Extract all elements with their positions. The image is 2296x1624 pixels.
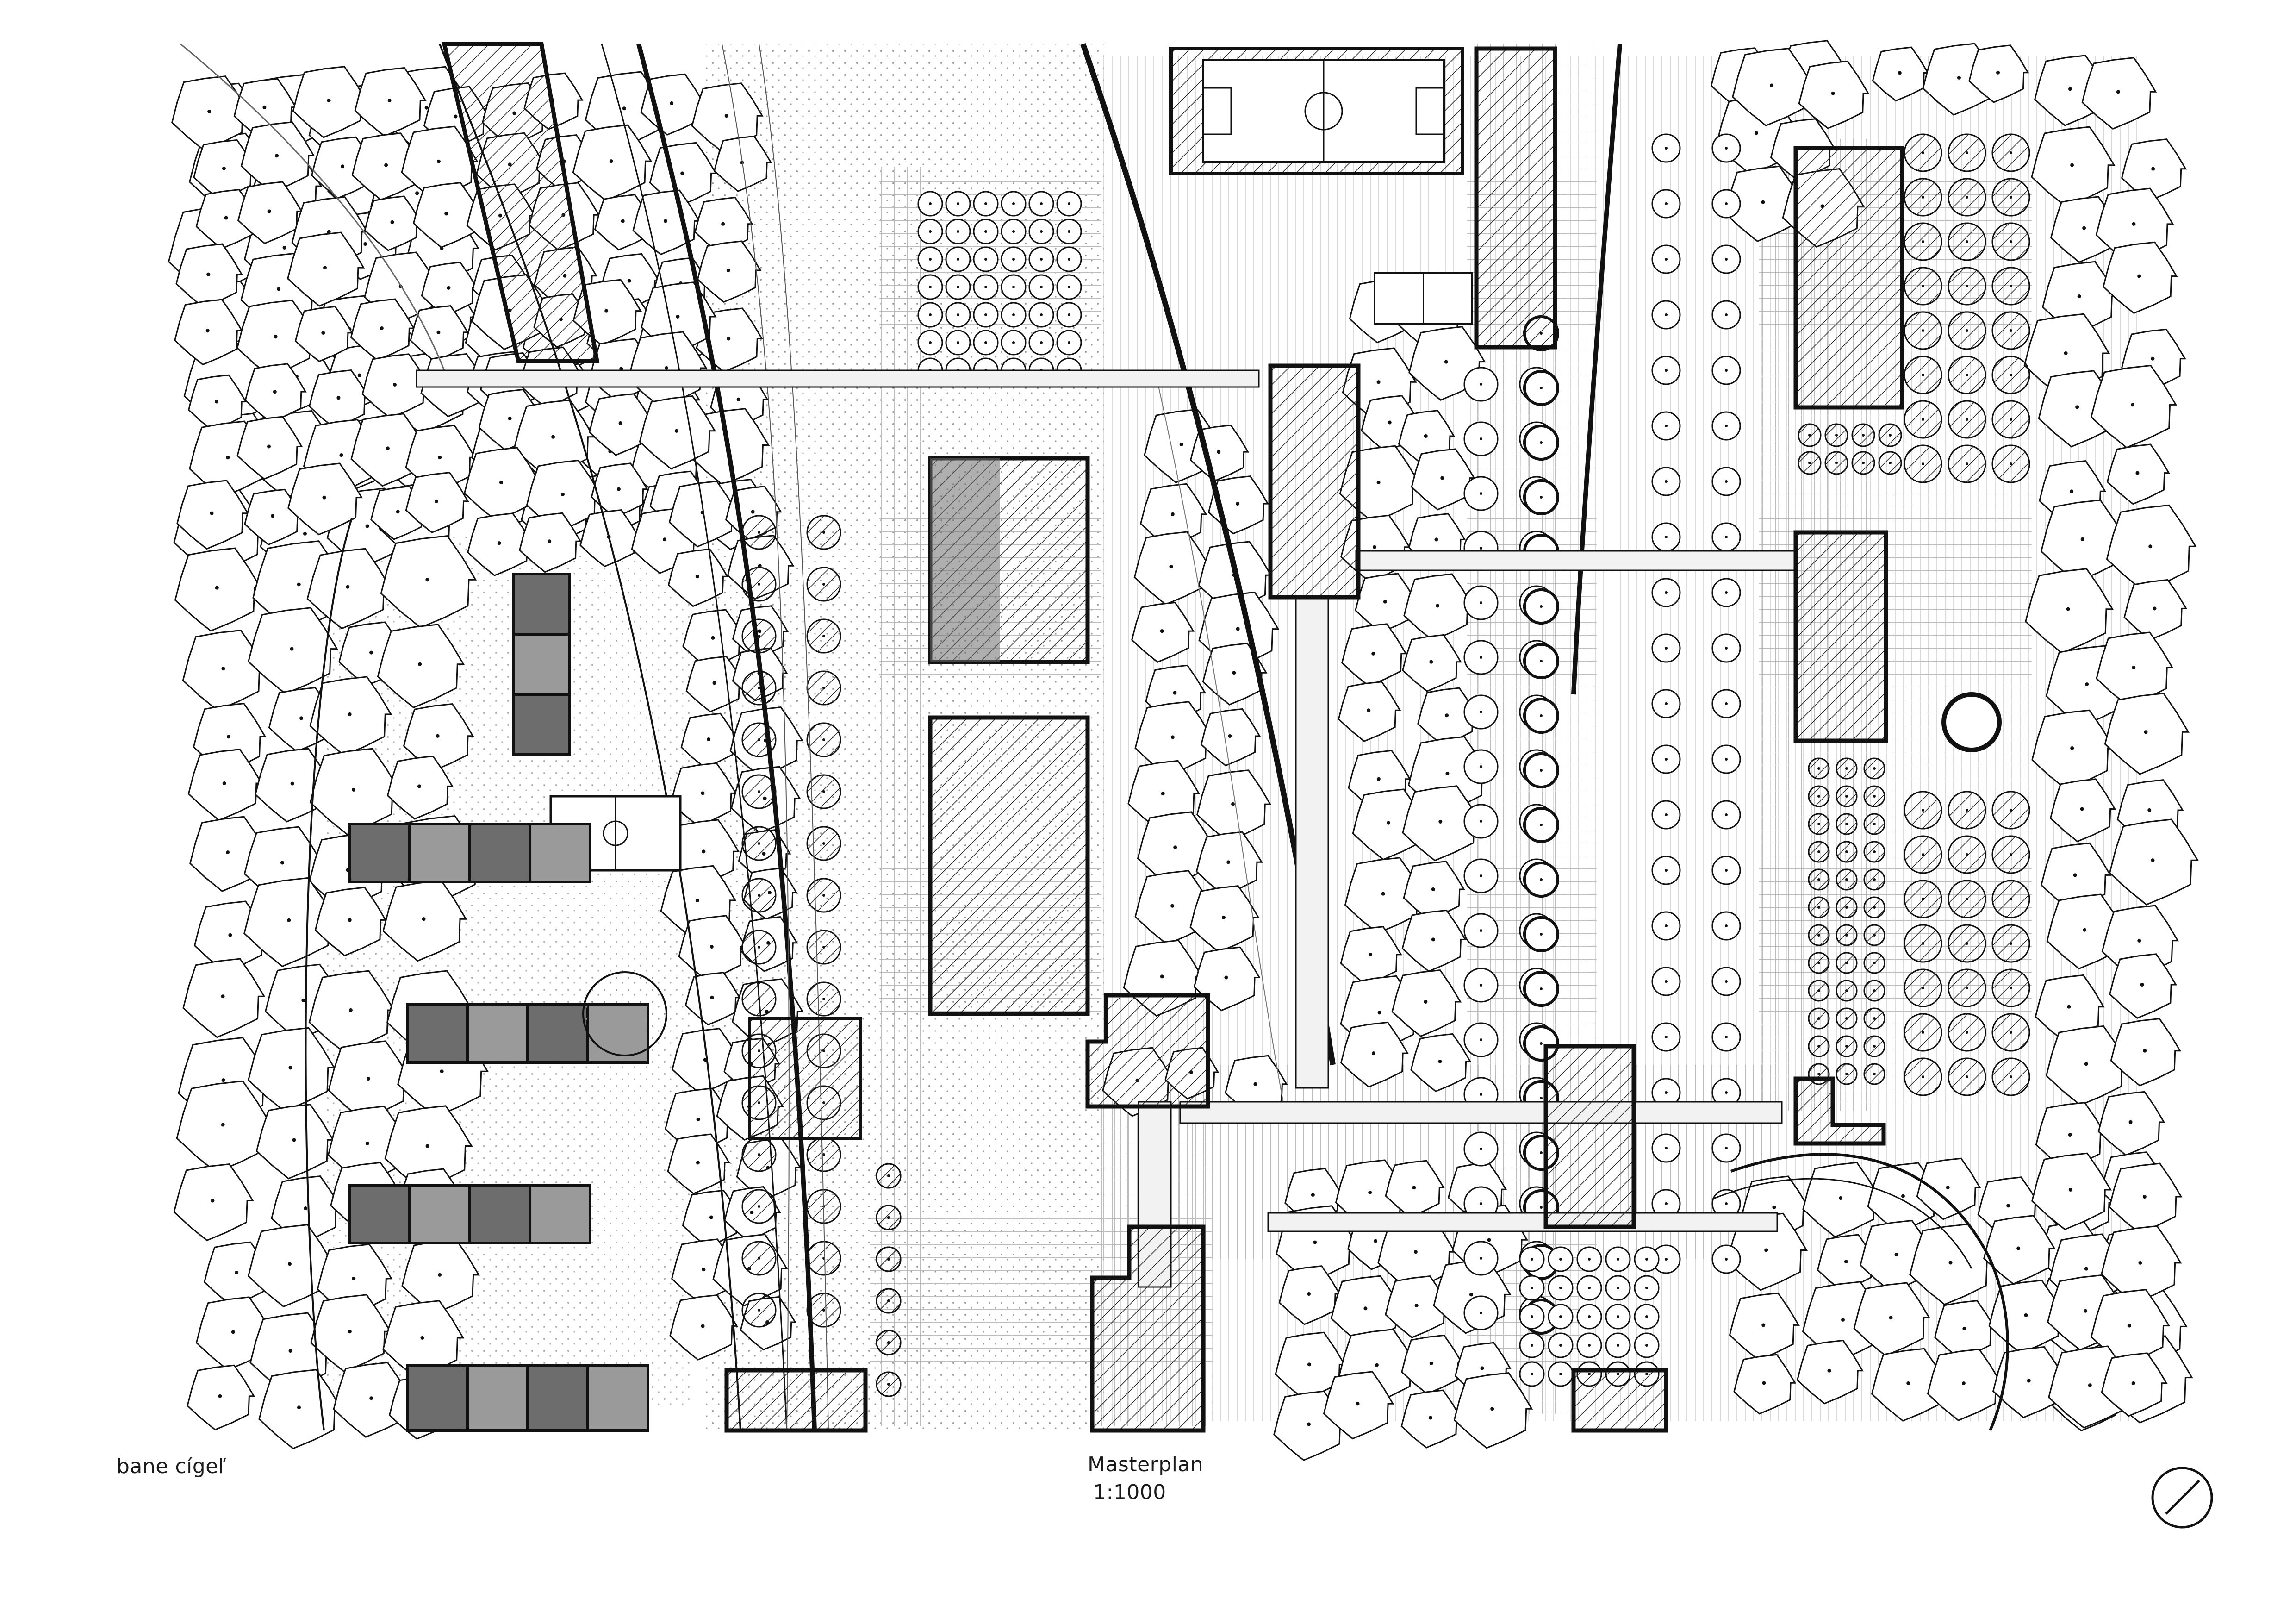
sports-field-icon (1169, 47, 1464, 175)
building-annex (1793, 1076, 1886, 1146)
house-unit (466, 1003, 529, 1064)
drawing-scale: 1:1000 (1093, 1480, 1166, 1504)
building-irregular-1 (1085, 993, 1210, 1109)
residential-rows (348, 573, 649, 1432)
house-unit (348, 1184, 411, 1244)
orchard-grids (741, 133, 2030, 1397)
house-unit (526, 1003, 589, 1064)
plaza-feature (582, 692, 2002, 1056)
tree-canopy-icon (243, 877, 337, 968)
house-unit (406, 1003, 469, 1064)
tree-canopy-icon (382, 880, 467, 962)
tree-canopy-icon (2090, 364, 2178, 449)
tree-canopy-icon (377, 624, 465, 709)
tree-canopy-icon (247, 1224, 334, 1308)
house-unit (468, 1184, 531, 1244)
house-unit (468, 823, 531, 883)
house-unit (408, 1184, 471, 1244)
house-unit (529, 1184, 591, 1244)
building-south-east (1571, 1368, 1668, 1433)
house-unit (586, 1364, 649, 1432)
house-unit (406, 1364, 469, 1432)
building-hall-2 (928, 715, 1090, 1016)
building-irregular-2 (1090, 1224, 1206, 1433)
house-unit (348, 823, 411, 883)
building-north-slab (442, 42, 600, 363)
project-name: bane cígeľ (117, 1455, 226, 1478)
house-unit (466, 1364, 529, 1432)
building-east-north (1793, 146, 1904, 410)
building-south-block (1543, 1044, 1636, 1229)
house-unit (512, 693, 571, 756)
building-south-west (724, 1368, 868, 1433)
tree-canopy-icon (2025, 568, 2114, 654)
drawing-title: Masterplan (1088, 1453, 1204, 1476)
building-tower-north (1474, 46, 1557, 350)
tree-canopy-icon (2104, 693, 2190, 775)
building-east-mid (1793, 530, 1888, 743)
building-central-block (1268, 363, 1361, 600)
tree-canopy-icon (248, 607, 338, 695)
house-unit (408, 823, 471, 883)
tree-canopy-icon (174, 547, 262, 632)
house-unit (512, 633, 571, 696)
building-hall-1-dark (930, 458, 1000, 662)
house-unit (526, 1364, 589, 1432)
tree-canopy-icon (176, 1080, 272, 1173)
building-pavilion (748, 1017, 862, 1140)
tree-canopy-icon (182, 958, 266, 1038)
buildings (442, 42, 1904, 1433)
small-court (1374, 272, 1473, 325)
tree-canopy-icon (306, 548, 391, 630)
tree-canopy-icon (2109, 818, 2199, 906)
north-arrow-icon (2151, 1467, 2213, 1529)
house-unit (512, 573, 571, 636)
tree-canopy-icon (2040, 499, 2127, 583)
walkways (416, 369, 1797, 1288)
house-unit (529, 823, 591, 883)
tree-canopy-icon (380, 535, 477, 629)
